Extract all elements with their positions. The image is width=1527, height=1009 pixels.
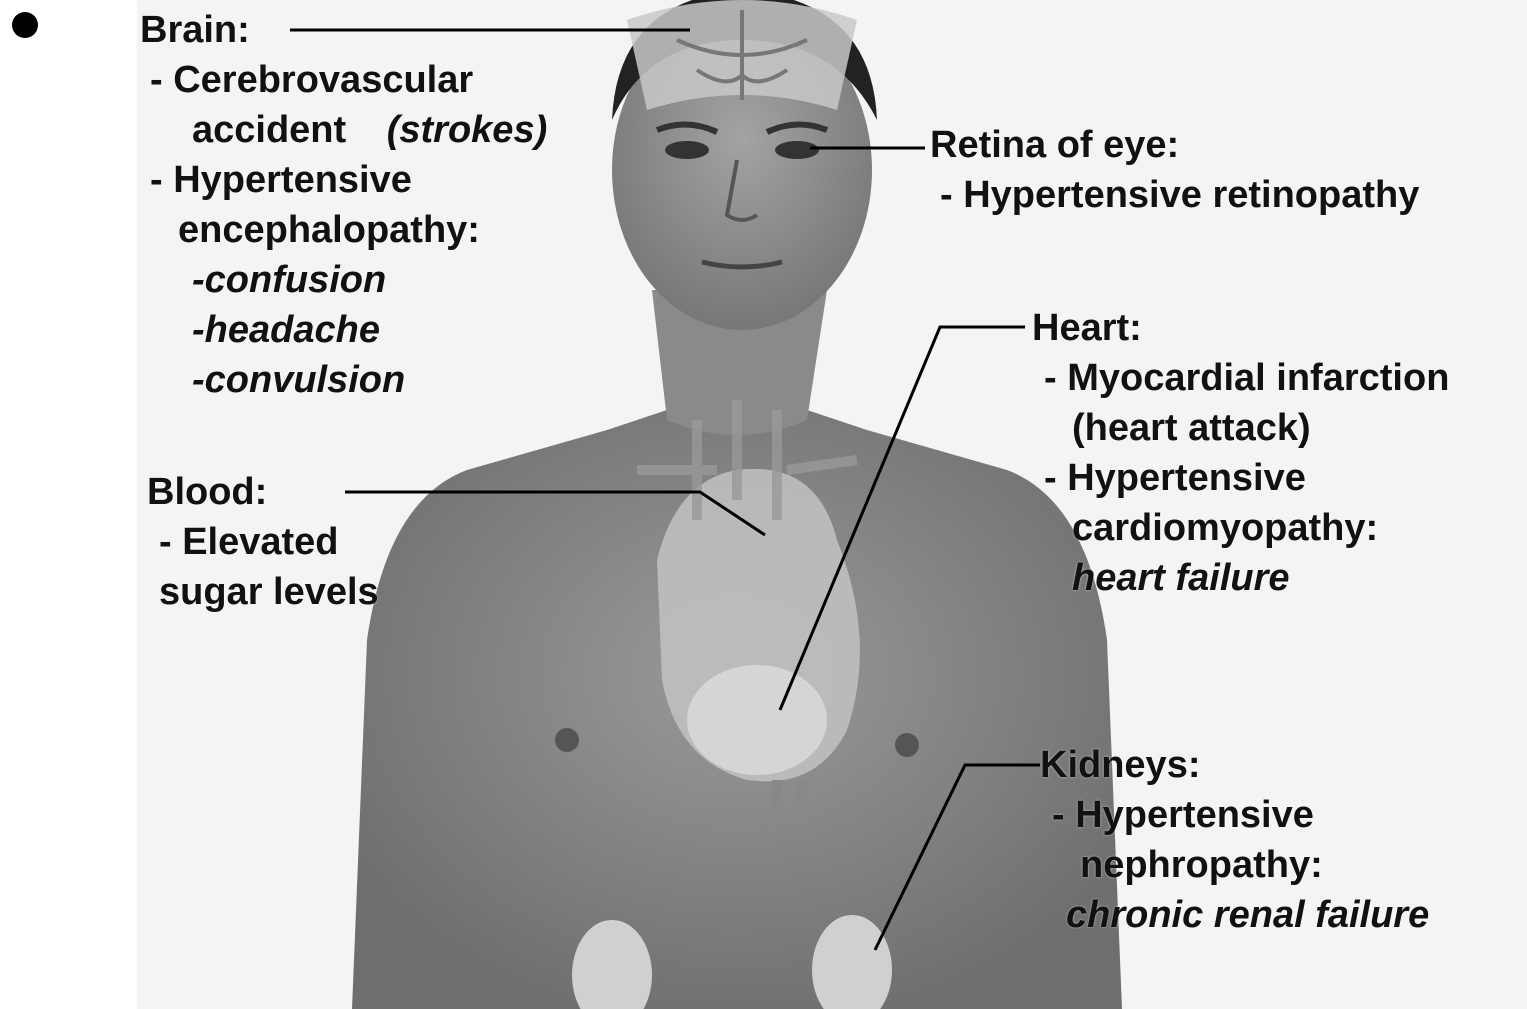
- kidneys-heading: Kidneys:: [1040, 740, 1429, 790]
- brain-label: Brain: - Cerebrovascular accident (strok…: [140, 5, 547, 405]
- retina-label: Retina of eye: - Hypertensive retinopath…: [930, 120, 1419, 220]
- kidney-leader: [875, 765, 1040, 950]
- blood-line-2: sugar levels: [147, 567, 379, 617]
- heart-leader: [780, 327, 1025, 710]
- brain-line-6: -headache: [140, 305, 547, 355]
- retina-line-1: - Hypertensive retinopathy: [930, 170, 1419, 220]
- brain-line-2: accident (strokes): [140, 105, 547, 155]
- brain-line-4: encephalopathy:: [140, 205, 547, 255]
- brain-line-5: -confusion: [140, 255, 547, 305]
- brain-line-1: - Cerebrovascular: [140, 55, 547, 105]
- kidneys-line-1: - Hypertensive: [1040, 790, 1429, 840]
- heart-label: Heart: - Myocardial infarction (heart at…: [1032, 303, 1449, 603]
- blood-leader: [345, 492, 765, 535]
- brain-strokes: (strokes): [387, 109, 548, 151]
- brain-heading: Brain:: [140, 5, 547, 55]
- brain-line-3: - Hypertensive: [140, 155, 547, 205]
- heart-heading: Heart:: [1032, 303, 1449, 353]
- blood-label: Blood: - Elevated sugar levels: [147, 467, 379, 617]
- heart-line-2: (heart attack): [1032, 403, 1449, 453]
- kidneys-line-2: nephropathy:: [1040, 840, 1429, 890]
- heart-line-1: - Myocardial infarction: [1032, 353, 1449, 403]
- blood-heading: Blood:: [147, 467, 379, 517]
- kidneys-label: Kidneys: - Hypertensive nephropathy: chr…: [1040, 740, 1429, 940]
- heart-line-5: heart failure: [1032, 553, 1449, 603]
- blood-line-1: - Elevated: [147, 517, 379, 567]
- kidneys-line-3: chronic renal failure: [1040, 890, 1429, 940]
- brain-line-7: -convulsion: [140, 355, 547, 405]
- retina-heading: Retina of eye:: [930, 120, 1419, 170]
- brain-accident: accident: [192, 109, 346, 151]
- heart-line-3: - Hypertensive: [1032, 453, 1449, 503]
- heart-line-4: cardiomyopathy:: [1032, 503, 1449, 553]
